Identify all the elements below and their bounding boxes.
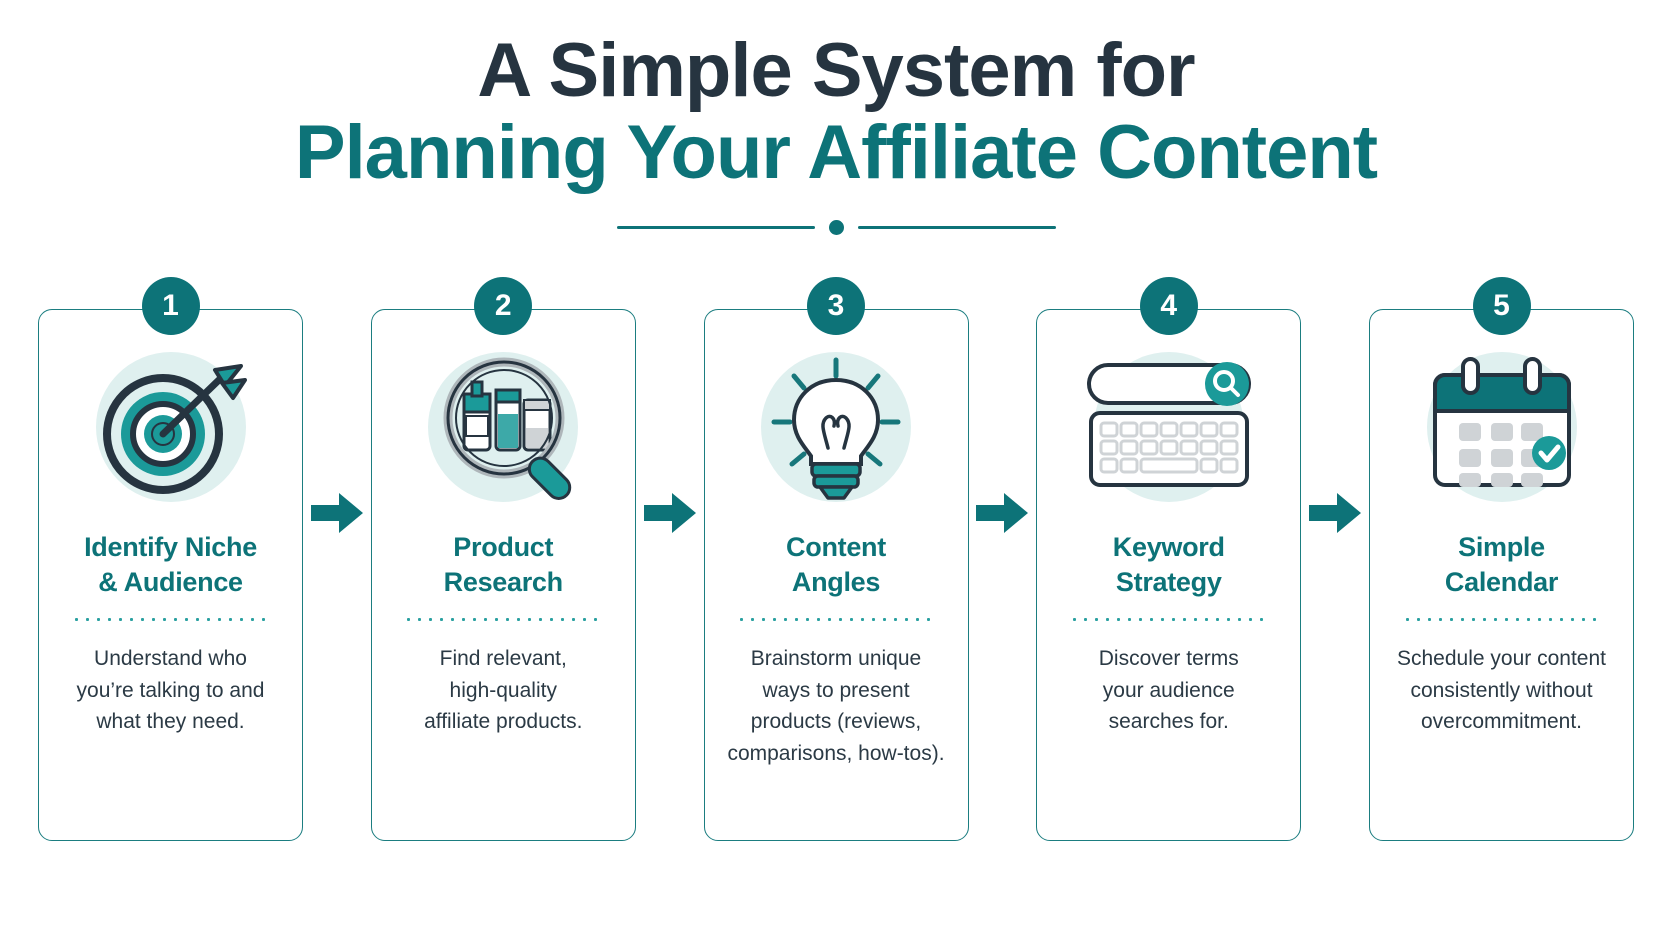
step-card-3[interactable]: 3 Content Angles (703, 277, 969, 841)
step-card-1[interactable]: 1 Identify Niche & Audience Understand w… (38, 277, 303, 841)
step-icon-4 (1037, 332, 1300, 522)
step-icon-5 (1370, 332, 1633, 522)
step-dotted-rule-1 (70, 618, 271, 622)
search-bar-keyboard-icon (1086, 362, 1251, 487)
step-title-4: Keyword Strategy (1112, 532, 1225, 598)
connector-3-4 (969, 309, 1037, 841)
step-number-badge-4: 4 (1139, 277, 1198, 335)
target-arrow-icon (102, 364, 247, 494)
step-dotted-rule-5 (1401, 618, 1602, 622)
step-number-badge-1: 1 (141, 277, 200, 335)
step-card-5[interactable]: 5 (1369, 277, 1634, 841)
step-dotted-rule-3 (736, 618, 936, 622)
connector-1-2 (303, 309, 371, 841)
step-title-1: Identify Niche & Audience (84, 532, 257, 598)
step-card-4[interactable]: 4 (1036, 277, 1302, 841)
arrow-right-icon (310, 493, 363, 533)
page-title-line-2: Planning Your Affiliate Content (294, 110, 1378, 196)
title-divider (596, 220, 1076, 236)
calendar-check-icon (1433, 356, 1571, 487)
magnifier-products-icon (443, 357, 572, 500)
step-title-5: Simple Calendar (1444, 532, 1559, 598)
step-description-4: Discover terms your audience searches fo… (1098, 647, 1239, 734)
page-title-line-1: A Simple System for (477, 28, 1195, 113)
connector-2-3 (636, 309, 704, 841)
steps-row: 1 Identify Niche & Audience Understand w… (38, 277, 1634, 844)
step-number-badge-2: 2 (474, 277, 533, 335)
step-number-badge-3: 3 (807, 277, 865, 335)
search-icon (1212, 370, 1240, 397)
step-description-5: Schedule your content consistently witho… (1397, 647, 1606, 734)
arrow-right-icon (643, 493, 696, 533)
infographic-header: A Simple System for Planning Your Affili… (0, 0, 1672, 236)
step-icon-3 (705, 332, 968, 522)
step-description-1: Understand who you’re talking to and wha… (76, 647, 265, 734)
divider-dot (828, 220, 844, 236)
divider-rule-right (857, 226, 1056, 230)
step-title-2: Product Research (443, 532, 563, 598)
step-dotted-rule-2 (403, 618, 604, 622)
arrow-right-icon (976, 493, 1029, 533)
step-card-2[interactable]: 2 (370, 277, 636, 841)
step-icon-2 (372, 332, 635, 522)
arrow-right-icon (1309, 493, 1362, 533)
step-number-badge-5: 5 (1472, 277, 1531, 335)
lightbulb-idea-icon (771, 357, 901, 500)
step-dotted-rule-4 (1068, 618, 1269, 622)
divider-rule-left (616, 226, 815, 230)
step-icon-1 (39, 332, 302, 522)
connector-4-5 (1301, 309, 1369, 841)
step-description-2: Find relevant, high-quality affiliate pr… (424, 647, 583, 734)
step-title-3: Content Angles (786, 532, 886, 598)
step-description-3: Brainstorm unique ways to present produc… (727, 647, 945, 765)
